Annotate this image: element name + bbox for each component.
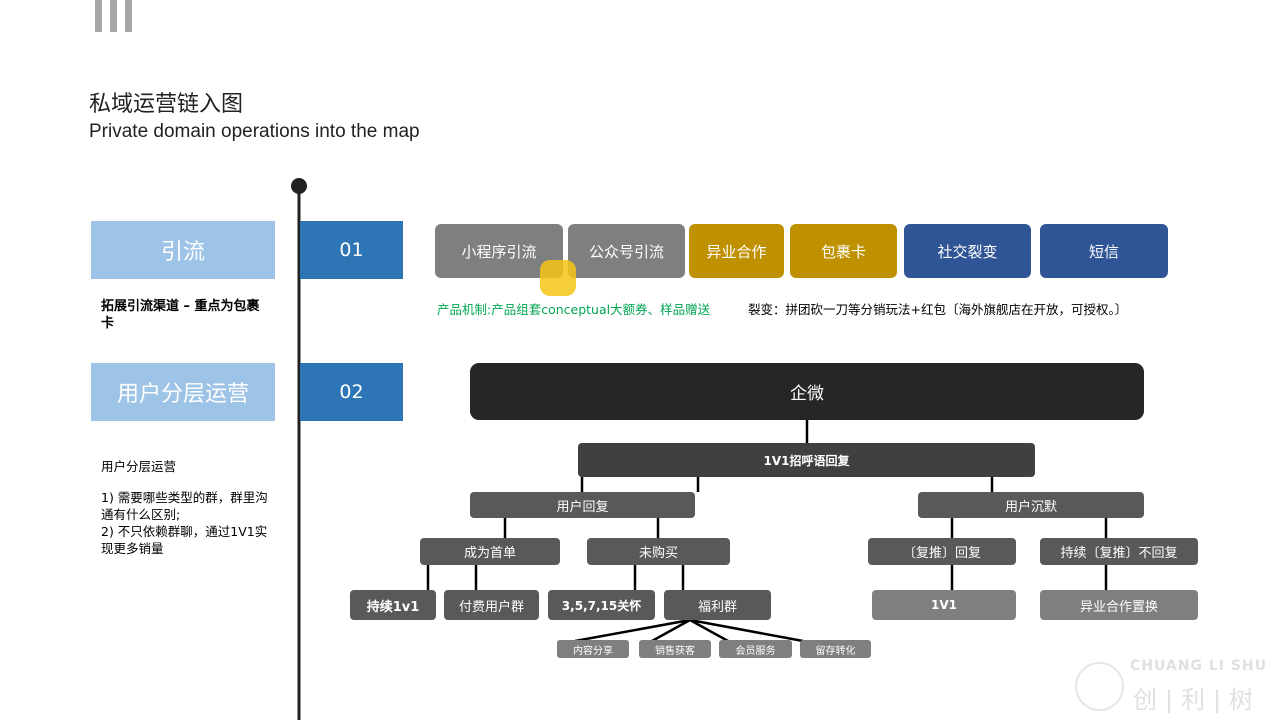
stage-label-user-ops: 用户分层运营 xyxy=(91,363,275,421)
node-repush-reply: 〔复推〕回复 xyxy=(868,538,1016,565)
brand-logo-icon xyxy=(1075,662,1124,711)
node-repush-no-reply: 持续〔复推〕不回复 xyxy=(1040,538,1198,565)
channel-cross-industry: 异业合作 xyxy=(689,224,784,278)
page-subtitle: Private domain operations into the map xyxy=(89,121,420,142)
node-paid-group: 付费用户群 xyxy=(444,590,539,620)
stage-number-02: 02 xyxy=(300,363,403,421)
desc-line: 1) 需要哪些类型的群，群里沟通有什么区别; xyxy=(101,490,268,522)
decor-bar xyxy=(95,0,102,32)
desc-line: 2) 不只依赖群聊，通过1V1实现更多销量 xyxy=(101,524,268,556)
note-fission: 裂变：拼团砍一刀等分销玩法+红包〔海外旗舰店在开放，可授权。〕 xyxy=(748,302,1128,317)
node-continue-1v1: 持续1v1 xyxy=(350,590,436,620)
channel-official-account: 公众号引流 xyxy=(568,224,685,278)
node-greeting: 1V1招呼语回复 xyxy=(578,443,1035,477)
decor-bar xyxy=(125,0,132,32)
watermark-logo xyxy=(540,260,576,296)
channel-social-fission: 社交裂变 xyxy=(904,224,1031,278)
desc-title: 用户分层运营 xyxy=(101,459,177,474)
stage-label-traffic: 引流 xyxy=(91,221,275,279)
stage-desc-user-ops: 用户分层运营 1) 需要哪些类型的群，群里沟通有什么区别; 2) 不只依赖群聊，… xyxy=(101,458,271,557)
node-user-reply: 用户回复 xyxy=(470,492,695,518)
node-first-order: 成为首单 xyxy=(420,538,560,565)
channel-sms: 短信 xyxy=(1040,224,1168,278)
note-product: 产品机制:产品组套conceptual大额券、样品赠送 xyxy=(437,302,711,317)
channel-mini-program: 小程序引流 xyxy=(435,224,563,278)
brand-logo-en: CHUANG LI SHU xyxy=(1130,658,1268,674)
node-user-silent: 用户沉默 xyxy=(918,492,1144,518)
node-care: 3,5,7,15关怀 xyxy=(548,590,655,620)
brand-logo-cn: 创|利|树 xyxy=(1133,686,1262,714)
node-cross-swap: 异业合作置换 xyxy=(1040,590,1198,620)
node-1v1: 1V1 xyxy=(872,590,1016,620)
welfare-item: 留存转化 xyxy=(800,640,871,658)
welfare-item: 会员服务 xyxy=(719,640,792,658)
stage-number-01: 01 xyxy=(300,221,403,279)
stage-desc-traffic: 拓展引流渠道 – 重点为包裹卡 xyxy=(101,299,260,331)
channel-package-card: 包裹卡 xyxy=(790,224,897,278)
decor-bar xyxy=(110,0,117,32)
page-title: 私域运营链入图 xyxy=(89,92,244,117)
node-wecom: 企微 xyxy=(470,363,1144,420)
node-welfare-group: 福利群 xyxy=(664,590,771,620)
node-not-bought: 未购买 xyxy=(587,538,730,565)
welfare-item: 内容分享 xyxy=(557,640,629,658)
welfare-item: 销售获客 xyxy=(639,640,711,658)
